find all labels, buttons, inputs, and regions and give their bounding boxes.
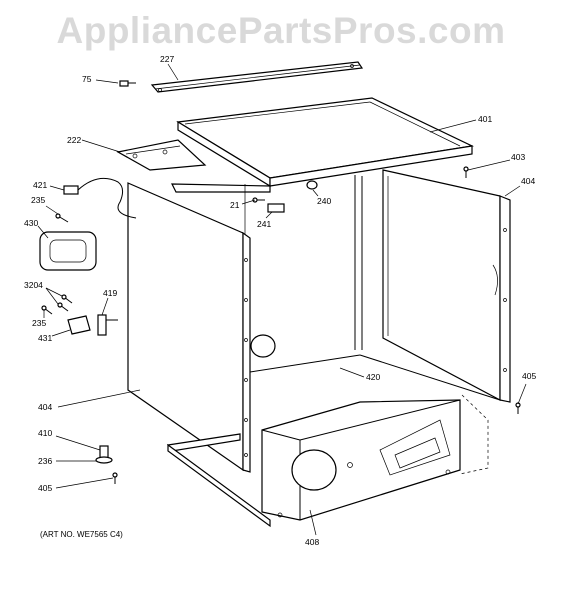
callout-222: 222: [67, 135, 81, 145]
callout-419: 419: [103, 288, 117, 298]
callout-240: 240: [317, 196, 331, 206]
watermark-logo: AppliancePartsPros.com: [56, 10, 506, 51]
callout-405-right: 405: [522, 371, 536, 381]
part-bracket-431[interactable]: [67, 315, 91, 335]
part-screws-3204[interactable]: [57, 294, 73, 312]
part-top-panel[interactable]: [176, 97, 474, 188]
part-clip-241[interactable]: [267, 203, 285, 213]
callout-3204: 3204: [24, 280, 43, 290]
part-back-bracket[interactable]: [116, 139, 207, 171]
callout-235-mid: 235: [32, 318, 46, 328]
part-screw-403[interactable]: [463, 166, 469, 178]
callout-236: 236: [38, 456, 52, 466]
part-rear-duct-opening: [250, 334, 276, 358]
callout-401: 401: [478, 114, 492, 124]
callout-408: 408: [305, 537, 319, 547]
part-base-frame[interactable]: [166, 399, 461, 528]
part-strain-relief[interactable]: [39, 231, 97, 271]
callout-235-top: 235: [31, 195, 45, 205]
callout-405-left: 405: [38, 483, 52, 493]
leader-lines: [37, 63, 527, 536]
part-leveling-leg-410[interactable]: [99, 445, 109, 459]
callout-labels: 75 227 222 401 403 404 421 235 430 21 24…: [24, 54, 536, 547]
callout-431: 431: [38, 333, 52, 343]
part-left-side-panel[interactable]: [127, 182, 251, 473]
callout-404-left: 404: [38, 402, 52, 412]
callout-410: 410: [38, 428, 52, 438]
cabinet-outline: [249, 354, 501, 475]
callout-403: 403: [511, 152, 525, 162]
callout-430: 430: [24, 218, 38, 228]
part-screw-235-top[interactable]: [55, 213, 69, 223]
part-back-frame[interactable]: [171, 175, 363, 372]
callout-421: 421: [33, 180, 47, 190]
callout-404-right: 404: [521, 176, 535, 186]
part-screw-405-right[interactable]: [515, 402, 521, 414]
callout-241: 241: [257, 219, 271, 229]
part-screw-405-left[interactable]: [112, 472, 118, 484]
part-screw-75[interactable]: [119, 80, 136, 87]
callout-21: 21: [230, 200, 240, 210]
part-power-cord[interactable]: [63, 177, 137, 219]
callout-75: 75: [82, 74, 92, 84]
part-right-side-panel[interactable]: [382, 169, 511, 403]
part-grommet-240[interactable]: [306, 180, 318, 190]
part-top-rail[interactable]: [150, 61, 364, 93]
art-number-note: (ART NO. WE7565 C4): [40, 530, 123, 539]
part-screw-235-mid[interactable]: [41, 305, 53, 315]
part-foot-236[interactable]: [95, 456, 113, 464]
part-latch-419[interactable]: [97, 314, 118, 336]
callout-420: 420: [366, 372, 380, 382]
callout-227: 227: [160, 54, 174, 64]
